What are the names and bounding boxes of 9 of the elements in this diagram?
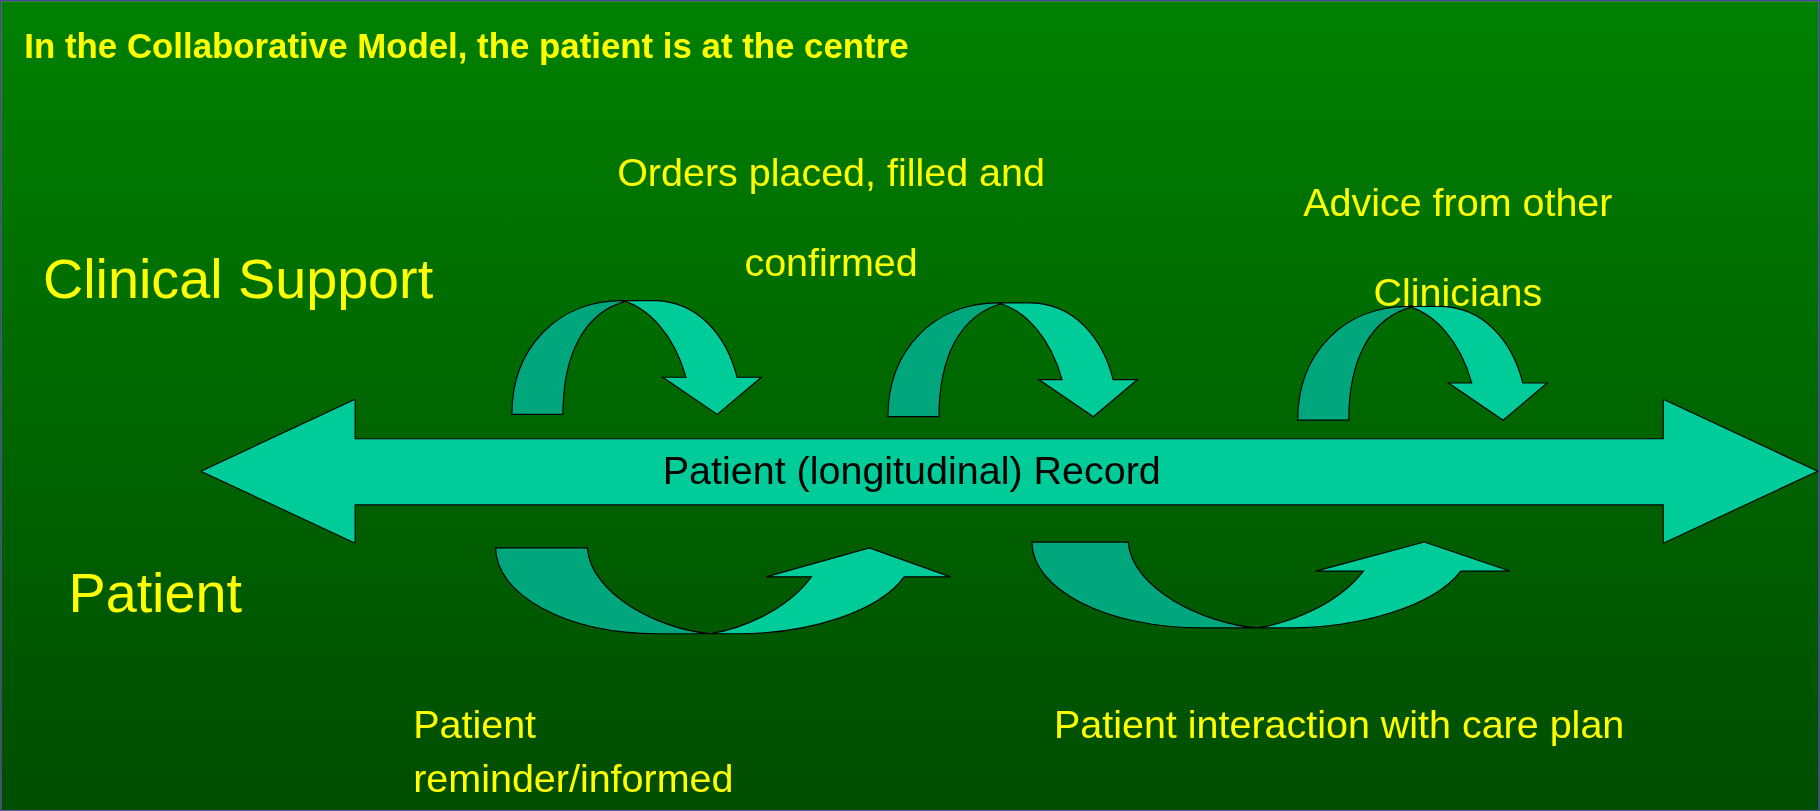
row-label: Patient <box>68 560 242 625</box>
annotation-text: Advice from other Clinicians <box>1302 178 1614 317</box>
annotation-text: Orders placed, filled and confirmed <box>616 148 1046 287</box>
annotation-text: Patient reminder/informed <box>413 701 735 802</box>
annotation-text: Patient interaction with care plan <box>1053 701 1626 749</box>
node-text: Patient (longitudinal) Record <box>662 448 1161 494</box>
slide-title: In the Collaborative Model, the patient is at the centre <box>24 26 909 67</box>
row-label: Clinical Support <box>42 247 434 312</box>
double-arrow <box>200 399 1819 544</box>
